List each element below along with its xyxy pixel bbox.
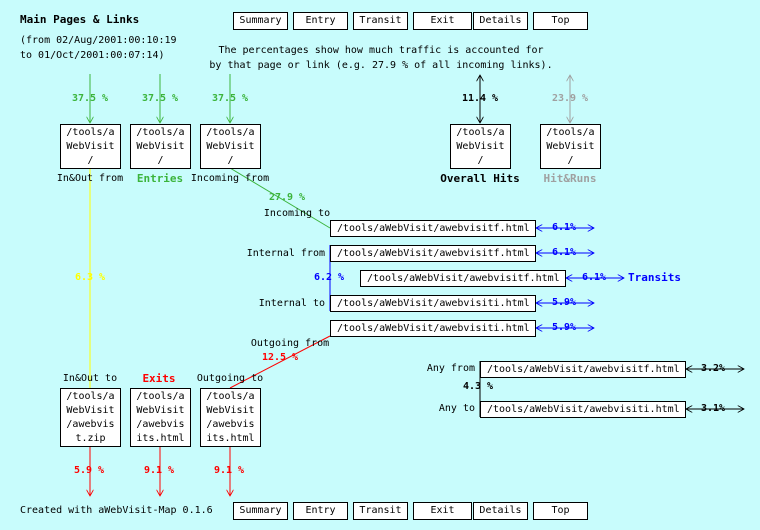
pct-incoming: 27.9 % xyxy=(268,192,306,203)
pct-incoming-to: 6.1% xyxy=(551,222,577,233)
nav-summary[interactable]: Summary xyxy=(233,12,288,30)
footer-credit: Created with aWebVisit-Map 0.1.6 xyxy=(20,505,213,516)
pct-inout-to: 5.9 % xyxy=(73,465,105,476)
label-outgoing-from: Outgoing from xyxy=(250,338,330,349)
pct-internal: 6.2 % xyxy=(313,272,345,283)
nav-details[interactable]: Details xyxy=(473,502,528,520)
nav-transit[interactable]: Transit xyxy=(353,502,408,520)
pct-outgoing-from: 5.9% xyxy=(551,322,577,333)
nav-exit[interactable]: Exit xyxy=(413,12,472,30)
pct-internal-from: 6.1% xyxy=(551,247,577,258)
nav-entry[interactable]: Entry xyxy=(293,502,348,520)
nav-top[interactable]: Top xyxy=(533,502,588,520)
page-box-any-from[interactable]: /tools/aWebVisit/awebvisitf.html xyxy=(480,361,686,378)
label-inout-from: In&Out from xyxy=(56,173,124,184)
page-box-any-to[interactable]: /tools/aWebVisit/awebvisiti.html xyxy=(480,401,686,418)
label-any-from: Any from xyxy=(426,363,475,374)
pct-overall: 11.4 % xyxy=(461,93,499,104)
label-outgoing-to: Outgoing to xyxy=(196,373,264,384)
pct-internal-to: 5.9% xyxy=(551,297,577,308)
page-box-internal-to[interactable]: /tools/aWebVisit/awebvisiti.html xyxy=(330,295,536,312)
pct-inout-from: 37.5 % xyxy=(71,93,109,104)
line-outgoing xyxy=(229,335,331,389)
explanation-line-2: by that page or link (e.g. 27.9 % of all… xyxy=(209,60,553,71)
nav-summary[interactable]: Summary xyxy=(233,502,288,520)
pct-any-from: 3.2% xyxy=(700,363,726,374)
page-box-incoming-to[interactable]: /tools/aWebVisit/awebvisitf.html xyxy=(330,220,536,237)
nav-top[interactable]: Top xyxy=(533,12,588,30)
label-overall-hits: Overall Hits xyxy=(440,172,520,185)
pct-any: 4.3 % xyxy=(462,381,494,392)
page-box-outgoing-from[interactable]: /tools/aWebVisit/awebvisiti.html xyxy=(330,320,536,337)
label-hitruns: Hit&Runs xyxy=(543,172,597,185)
pct-inout: 6.3 % xyxy=(74,272,106,283)
page-box-internal-from[interactable]: /tools/aWebVisit/awebvisitf.html xyxy=(330,245,536,262)
nav-transit[interactable]: Transit xyxy=(353,12,408,30)
nav-entry[interactable]: Entry xyxy=(293,12,348,30)
date-to: to 01/Oct/2001:00:07:14) xyxy=(20,50,165,61)
label-incoming-to: Incoming to xyxy=(263,208,331,219)
label-internal-to: Internal to xyxy=(258,298,325,309)
pct-outgoing: 12.5 % xyxy=(261,352,299,363)
label-incoming-from: Incoming from xyxy=(190,173,270,184)
page-box-transit[interactable]: /tools/aWebVisit/awebvisitf.html xyxy=(360,270,566,287)
pct-entries: 37.5 % xyxy=(141,93,179,104)
nav-details[interactable]: Details xyxy=(473,12,528,30)
label-entries: Entries xyxy=(136,172,184,185)
nav-exit[interactable]: Exit xyxy=(413,502,472,520)
label-internal-from: Internal from xyxy=(246,248,325,259)
date-from: (from 02/Aug/2001:00:10:19 xyxy=(20,35,177,46)
explanation-line-1: The percentages show how much traffic is… xyxy=(218,45,544,56)
label-inout-to: In&Out to xyxy=(62,373,118,384)
page-title: Main Pages & Links xyxy=(20,13,140,26)
label-exits: Exits xyxy=(142,372,176,385)
pct-exits: 9.1 % xyxy=(143,465,175,476)
pct-incoming-from: 37.5 % xyxy=(211,93,249,104)
label-transits: Transits xyxy=(628,271,681,284)
pct-transit: 6.1% xyxy=(581,272,607,283)
label-any-to: Any to xyxy=(438,403,475,414)
pct-outgoing-to: 9.1 % xyxy=(213,465,245,476)
line-incoming xyxy=(229,167,331,229)
pct-any-to: 3.1% xyxy=(700,403,726,414)
pct-hitruns: 23.9 % xyxy=(551,93,589,104)
